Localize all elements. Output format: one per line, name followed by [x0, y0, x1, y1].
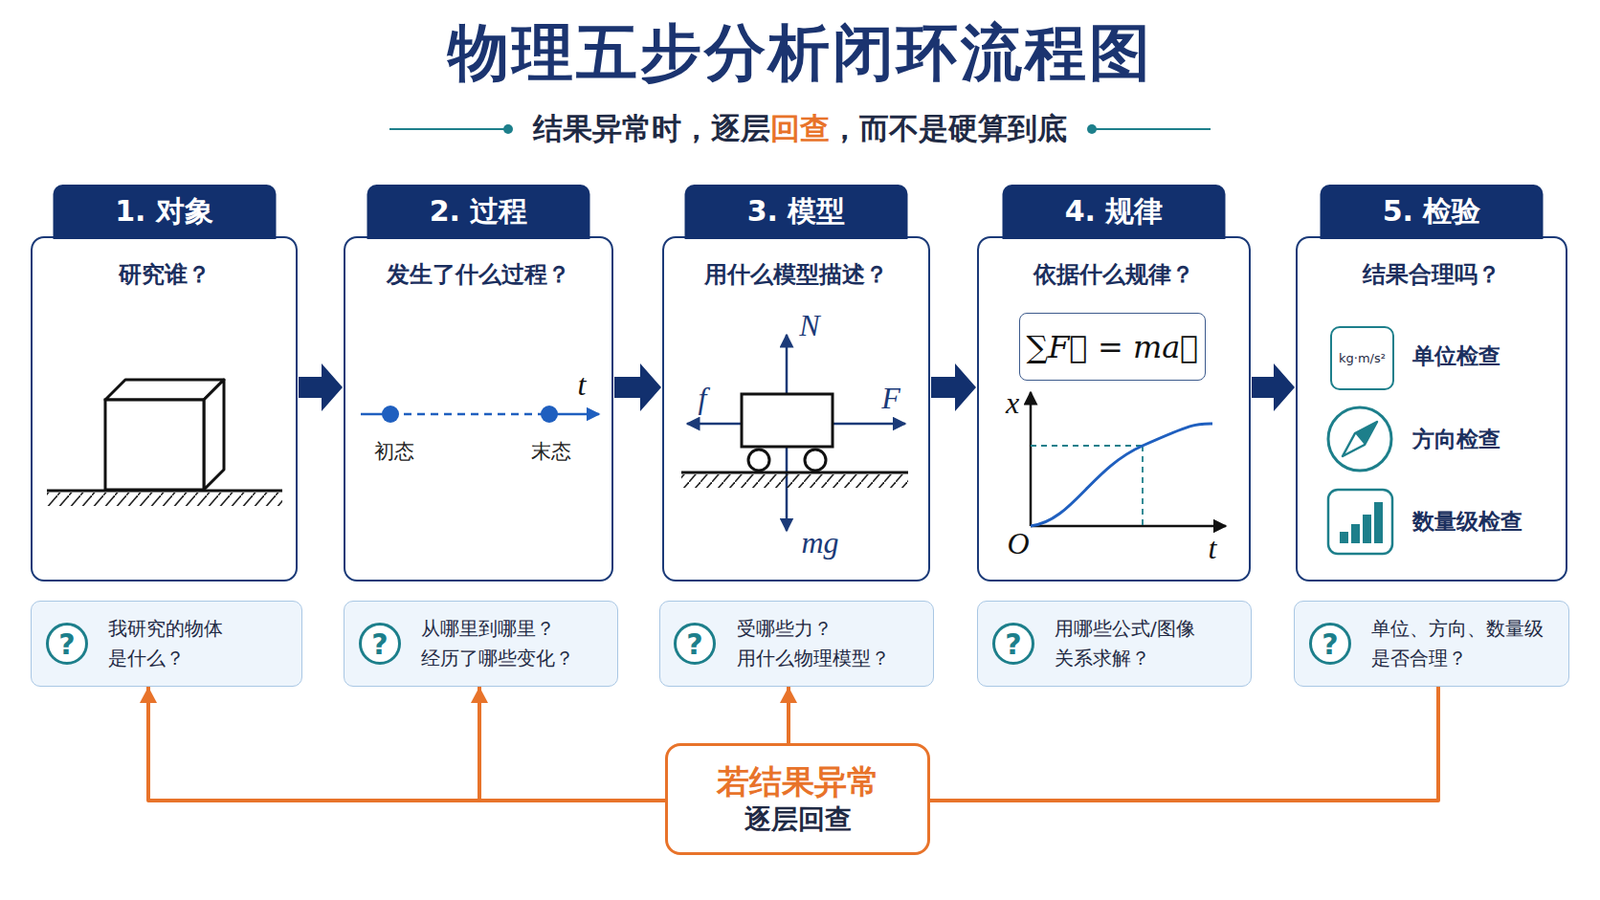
- step-question: 结果合理吗？: [1301, 259, 1562, 290]
- step-tab: 4. 规律: [1002, 184, 1226, 240]
- diagram-title: 物理五步分析闭环流程图: [0, 11, 1600, 95]
- step-panel: 1. 对象研究谁？: [30, 236, 298, 582]
- check-label: 方向检查: [1412, 424, 1501, 455]
- axis: [1030, 525, 1226, 529]
- force-label: F: [881, 380, 901, 417]
- ground-line: [681, 471, 909, 475]
- subtitle-rule: [389, 128, 509, 131]
- connector: [1251, 363, 1295, 412]
- ground-line: [46, 489, 283, 493]
- force-label: N: [799, 308, 820, 344]
- step-tab: 2. 过程: [367, 184, 591, 240]
- connector: [470, 687, 666, 801]
- question-icon: ?: [358, 622, 401, 666]
- state-dot: [540, 405, 558, 423]
- bar-icon: [1362, 514, 1372, 544]
- feedback-line: [479, 687, 666, 801]
- arrow-head: [779, 687, 798, 704]
- guide-line: [1141, 445, 1144, 527]
- connector: [139, 687, 666, 801]
- step-tab: 5. 检验: [1320, 184, 1544, 240]
- force-arrow: [785, 334, 789, 395]
- subtitle-dot: [1087, 124, 1097, 134]
- question-text: 单位、方向、数量级 是否合理？: [1371, 614, 1563, 674]
- arrow-head: [470, 687, 489, 704]
- formula-text: ∑F⃗ = ma⃗: [1025, 329, 1199, 366]
- connector: [298, 363, 343, 412]
- check-label: 单位检查: [1412, 341, 1501, 372]
- force-label: mg: [800, 525, 839, 561]
- formula-box: ∑F⃗ = ma⃗: [1019, 312, 1206, 381]
- subtitle-dot: [503, 124, 513, 134]
- guide-line: [1030, 444, 1143, 447]
- subtitle-rule: [1091, 128, 1211, 131]
- axis-label: x: [1005, 385, 1020, 422]
- compass-needle: [1355, 422, 1378, 445]
- ground-hatch: [46, 492, 283, 507]
- force-arrow: [785, 446, 789, 532]
- feedback-line: [148, 687, 666, 801]
- compass-icon: [1328, 407, 1392, 471]
- flow-arrow: [298, 363, 343, 412]
- bar-icon: [1328, 489, 1393, 555]
- subtitle-text: ，而不是硬算到底: [829, 109, 1067, 150]
- unit-text: kg·m/s²: [1338, 351, 1386, 366]
- connector: [931, 363, 977, 412]
- flow-arrow: [614, 363, 662, 412]
- axis: [1029, 392, 1033, 527]
- subtitle-text: 回查: [770, 109, 830, 150]
- flow-arrow: [931, 363, 977, 412]
- bar-icon: [1351, 524, 1360, 544]
- force-arrow: [832, 422, 906, 426]
- arrow-head: [139, 687, 157, 704]
- state-label: 末态: [531, 438, 572, 466]
- origin-label: O: [1006, 526, 1029, 562]
- bar-icon: [1339, 532, 1349, 544]
- feedback-line: [930, 687, 1439, 801]
- question-text: 从哪里到哪里？ 经历了哪些变化？: [421, 614, 612, 674]
- state-label: 初态: [374, 438, 415, 466]
- question-text: 受哪些力？ 用什么物理模型？: [736, 614, 928, 674]
- compass-needle: [1342, 422, 1378, 457]
- bar-icon: [1374, 502, 1383, 544]
- question-icon: ?: [992, 622, 1035, 666]
- question-icon: ?: [45, 622, 89, 666]
- step-panel: 2. 过程发生了什么过程？: [343, 236, 614, 582]
- question-text: 用哪些公式/图像 关系求解？: [1054, 614, 1245, 674]
- time-axis-label: t: [577, 367, 587, 403]
- alert-title: 若结果异常: [716, 760, 880, 803]
- question-icon: ?: [1309, 622, 1352, 666]
- cart-wheel: [748, 449, 770, 471]
- force-arrow: [687, 422, 742, 426]
- subtitle: 结果异常时，逐层回查，而不是硬算到底: [0, 109, 1600, 150]
- step-question: 用什么模型描述？: [667, 259, 925, 290]
- force-label: f: [698, 380, 708, 417]
- axis-label: t: [1208, 531, 1218, 567]
- flow-arrow: [1251, 363, 1295, 412]
- ground-hatch: [681, 474, 909, 489]
- step-tab: 1. 对象: [52, 184, 276, 240]
- check-label: 数量级检查: [1412, 507, 1523, 537]
- step-question: 发生了什么过程？: [349, 259, 608, 290]
- question-icon: ?: [673, 622, 716, 666]
- block-side: [203, 379, 224, 490]
- timeline-dashed: [390, 413, 550, 417]
- cart-body: [741, 394, 833, 447]
- feedback-box: 若结果异常逐层回查: [665, 743, 931, 856]
- step-question: 研究谁？: [36, 259, 292, 290]
- block-front: [105, 400, 204, 490]
- cart-wheel: [804, 449, 826, 471]
- curve: [1030, 423, 1213, 527]
- connector: [614, 363, 662, 412]
- connector: [779, 687, 798, 744]
- subtitle-text: 结果异常时，逐层: [533, 109, 771, 150]
- state-dot: [381, 405, 400, 423]
- step-tab: 3. 模型: [685, 184, 909, 240]
- question-text: 我研究的物体 是什么？: [108, 614, 296, 674]
- connector: [930, 687, 1439, 801]
- alert-text: 逐层回查: [744, 802, 852, 838]
- step-question: 依据什么规律？: [982, 259, 1245, 290]
- unit-icon: kg·m/s²: [1330, 326, 1395, 391]
